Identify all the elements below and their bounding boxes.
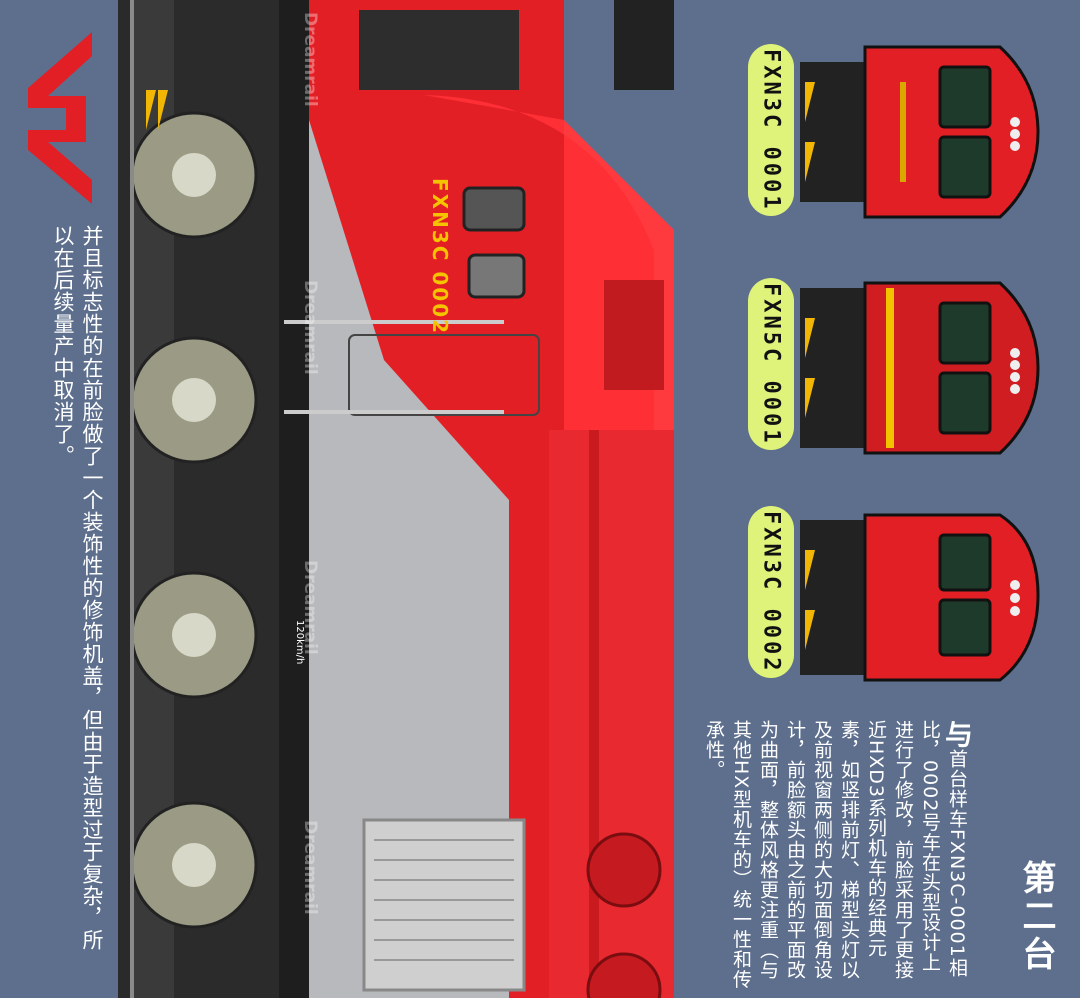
rail: [118, 0, 130, 998]
variant-pill: FXN3C 0001: [748, 44, 794, 216]
locomotive-illustration: [134, 0, 674, 998]
variant-pill: FXN3C 0002: [748, 506, 794, 678]
loco-side-number: FXN3C 0002: [428, 178, 452, 336]
front-view-fxn3c-0002: [800, 513, 1040, 682]
watermark: Dreamrail: [300, 280, 320, 375]
front-view-fxn5c-0001: [800, 281, 1040, 455]
watermark: Dreamrail: [300, 12, 320, 107]
variant-pill: FXN5C 0001: [748, 278, 794, 450]
watermark: Dreamrail: [300, 560, 320, 655]
watermark: Dreamrail: [300, 820, 320, 915]
caption-text: 并且标志性的在前脸做了一个装饰性的修饰机盖，但由于造型过于复杂，所以在后续量产中…: [51, 225, 104, 951]
brand-logo: [28, 32, 92, 204]
description-text: 与首台样车FXN3C-0001相比，0002号车在头型设计上进行了修改，前脸采用…: [700, 720, 974, 990]
description-lead: 与: [941, 720, 974, 749]
description-body: 首台样车FXN3C-0001相比，0002号车在头型设计上进行了修改，前脸采用了…: [703, 720, 968, 990]
section-title: 第二台: [1016, 860, 1056, 974]
speed-label: 120km/h: [294, 620, 305, 665]
front-view-fxn3c-0001: [800, 45, 1040, 219]
